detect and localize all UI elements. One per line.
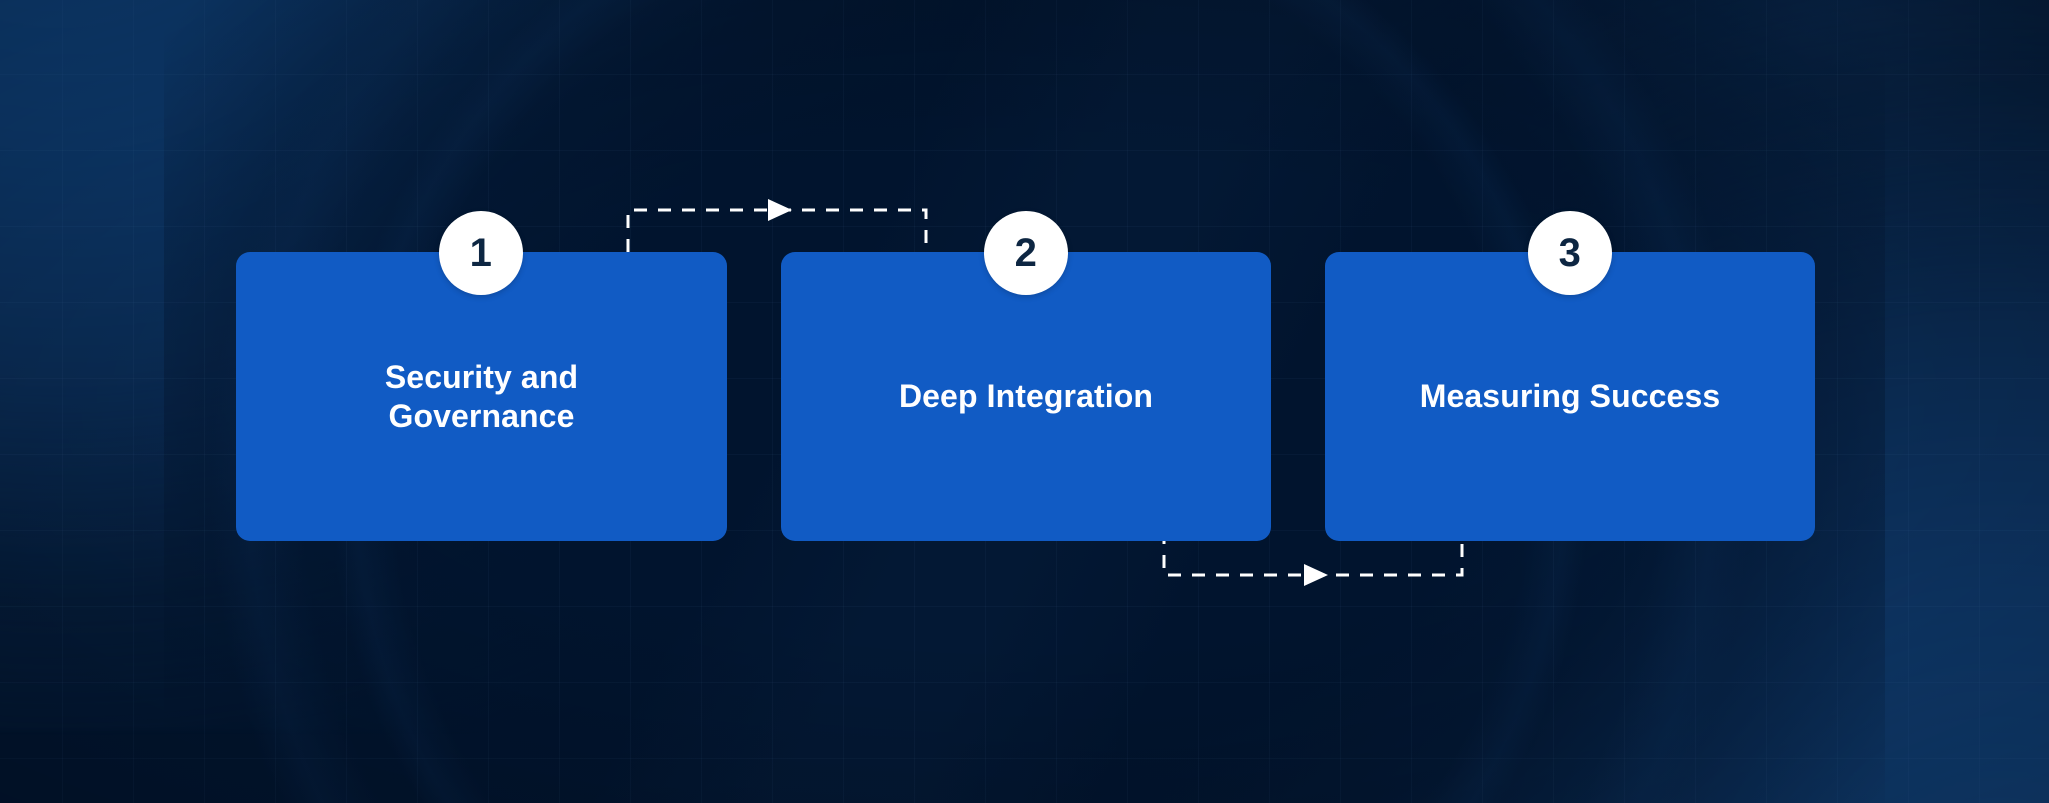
step-badge-3: 3 — [1528, 211, 1612, 295]
step-card-1-title: Security and Governance — [384, 359, 579, 434]
step-badge-1: 1 — [439, 211, 523, 295]
step-badge-2: 2 — [984, 211, 1068, 295]
step-badge-2-number: 2 — [1014, 231, 1038, 275]
step-badge-1-number: 1 — [469, 231, 493, 275]
step-card-3[interactable]: Measuring Success — [1325, 252, 1815, 541]
step-card-1[interactable]: Security and Governance — [236, 252, 727, 541]
step-card-2[interactable]: Deep Integration — [781, 252, 1271, 541]
step-badge-3-number: 3 — [1558, 231, 1582, 275]
connector-step-1-to-step-2 — [626, 199, 928, 252]
connector-step-2-to-step-3 — [1162, 531, 1464, 586]
step-card-2-title: Deep Integration — [898, 378, 1154, 415]
step-card-3-title: Measuring Success — [1419, 378, 1721, 415]
